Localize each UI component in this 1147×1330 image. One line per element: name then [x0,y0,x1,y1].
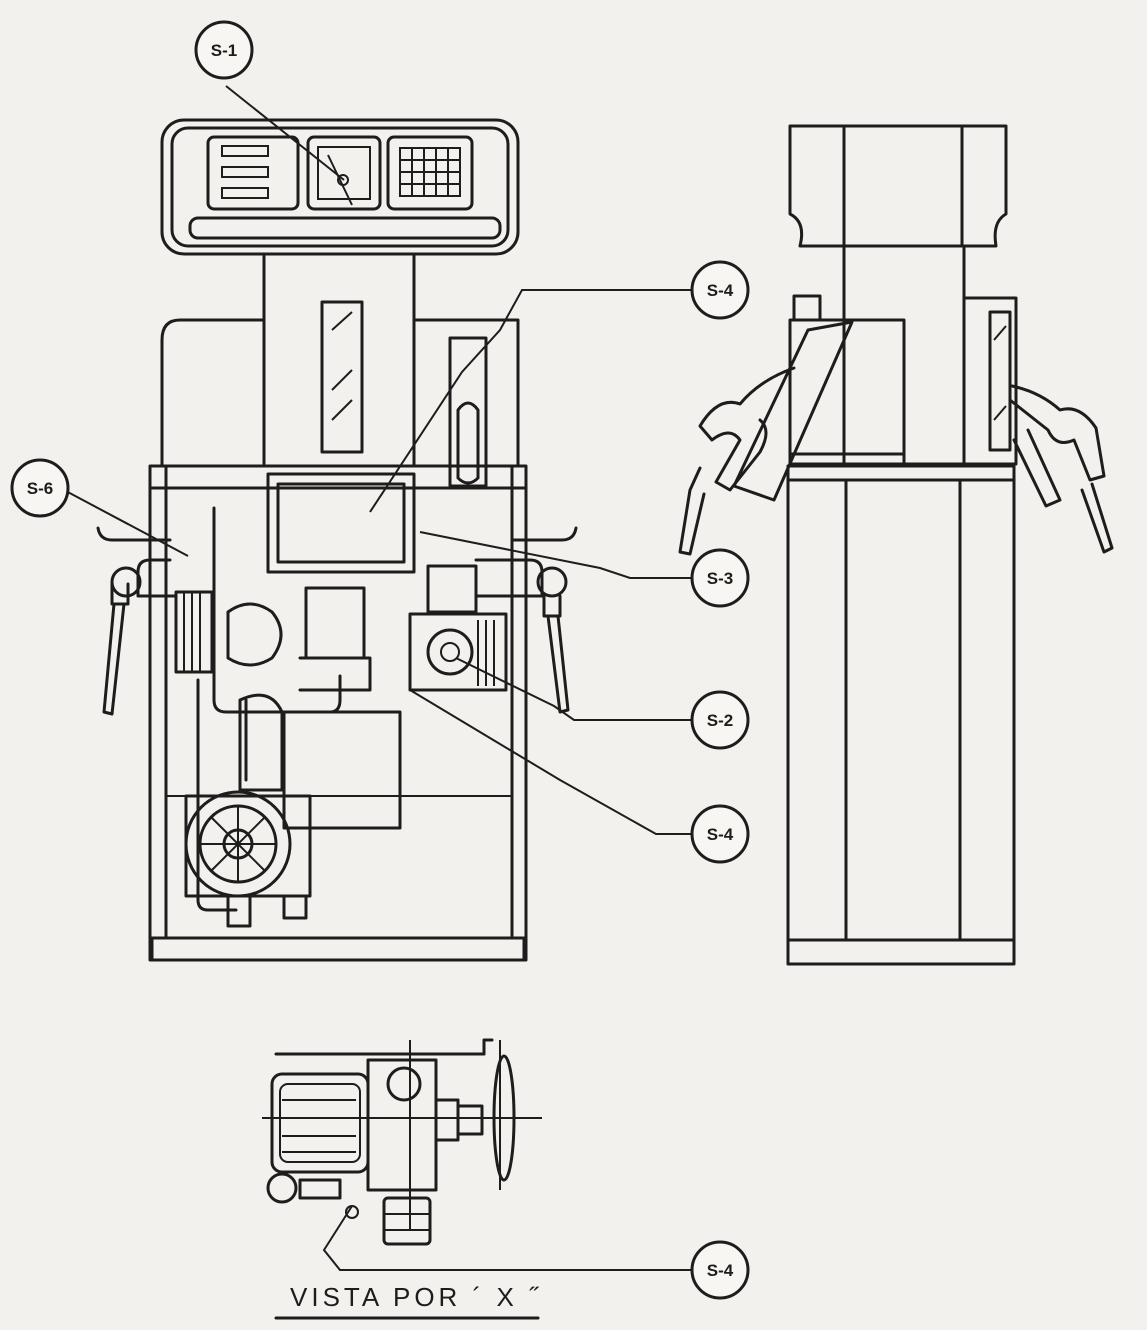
callout-label-s4-bottom: S-4 [707,1261,734,1280]
callout-s6: S-6 [10,458,70,518]
side-view [678,124,1114,966]
callout-label-s4-mid: S-4 [707,825,734,844]
callout-s4-top: S-4 [690,260,750,320]
callout-s4-mid: S-4 [690,804,750,864]
callout-s1: S-1 [194,20,254,80]
callout-s3: S-3 [690,548,750,608]
front-view [96,118,578,962]
display-head [160,118,520,256]
callout-label-s4-top: S-4 [707,281,734,300]
callout-label-s3: S-3 [707,569,733,588]
keypad-grid [399,147,461,197]
leader-lines [63,85,692,1271]
right-nozzle [474,526,578,714]
callout-label-s1: S-1 [211,41,237,60]
callout-label-s2: S-2 [707,711,733,730]
callout-label-s6: S-6 [27,479,53,498]
callout-s2: S-2 [690,690,750,750]
detail-view-x: VISTA POR ´ X ˝ [262,1038,542,1320]
detail-caption: VISTA POR ´ X ˝ [290,1282,542,1312]
left-nozzle [96,526,178,716]
callout-s4-bottom: S-4 [690,1240,750,1300]
